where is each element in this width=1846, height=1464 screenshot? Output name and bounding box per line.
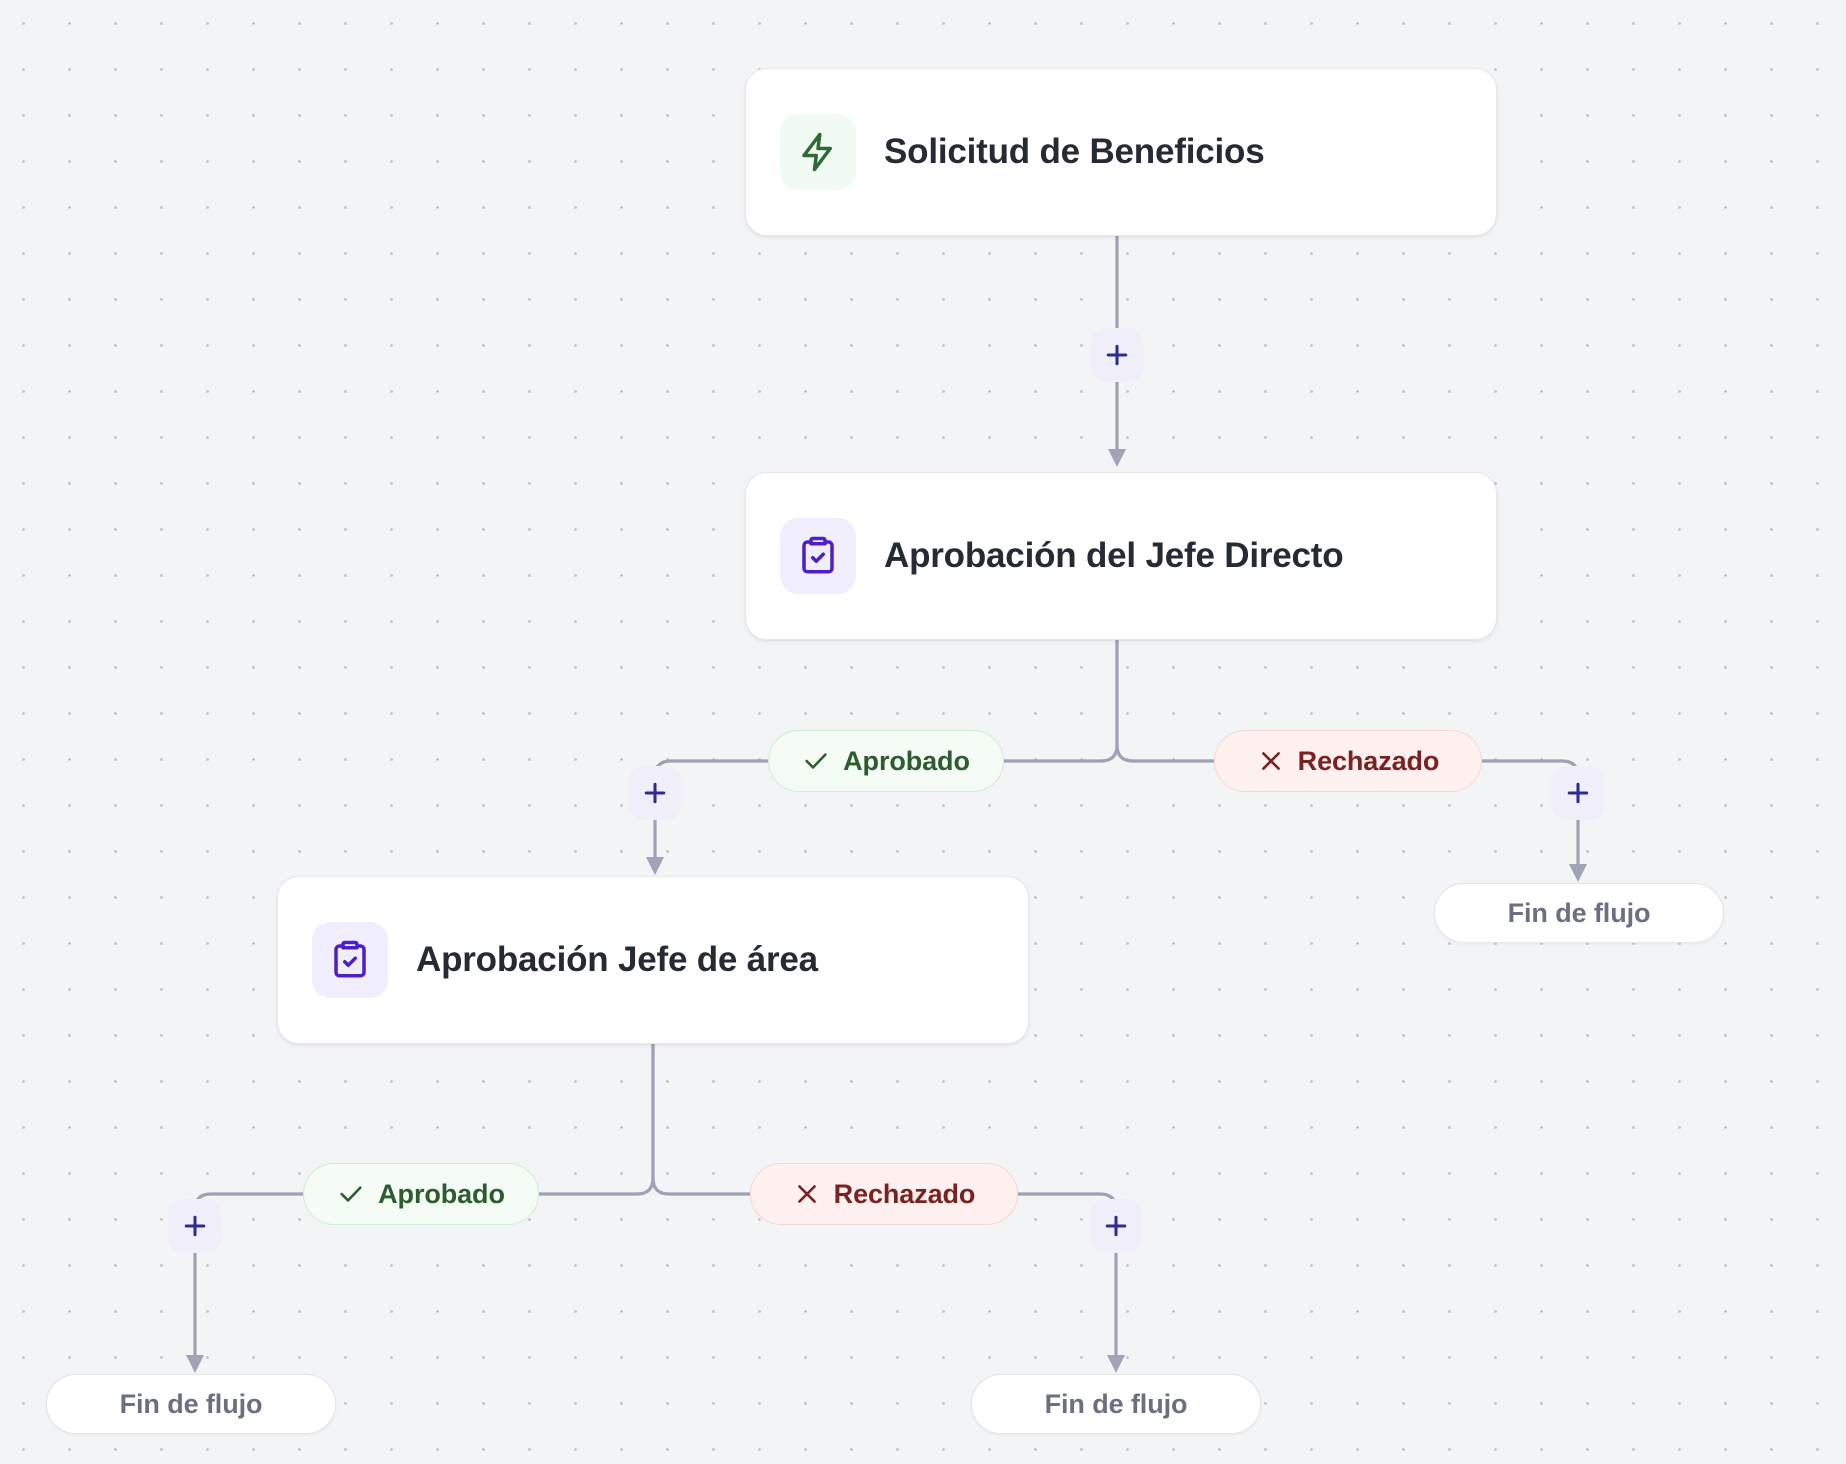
add-step-button[interactable] [1090, 328, 1144, 382]
x-icon [1257, 747, 1285, 775]
end-of-flow-node[interactable]: Fin de flujo [971, 1374, 1261, 1434]
workflow-node-approval-direct-boss[interactable]: Aprobación del Jefe Directo [745, 472, 1497, 640]
add-step-button[interactable] [1551, 766, 1605, 820]
branch-pill-rejected[interactable]: Rechazado [1214, 730, 1482, 792]
branch-pill-approved[interactable]: Aprobado [768, 730, 1004, 792]
branch-pill-approved[interactable]: Aprobado [303, 1163, 539, 1225]
clipboard-check-icon [312, 922, 388, 998]
add-step-button[interactable] [1089, 1199, 1143, 1253]
workflow-node-approval-area-boss[interactable]: Aprobación Jefe de área [277, 876, 1029, 1044]
branch-pill-label: Rechazado [833, 1178, 976, 1209]
node-label: Solicitud de Beneficios [884, 132, 1265, 171]
branch-pill-label: Aprobado [378, 1178, 505, 1209]
check-icon [802, 747, 830, 775]
lightning-bolt-icon [780, 114, 856, 190]
branch-pill-label: Rechazado [1297, 745, 1440, 776]
workflow-node-trigger[interactable]: Solicitud de Beneficios [745, 68, 1497, 236]
check-icon [337, 1180, 365, 1208]
branch-pill-rejected[interactable]: Rechazado [750, 1163, 1018, 1225]
branch-pill-label: Aprobado [843, 745, 970, 776]
end-of-flow-node[interactable]: Fin de flujo [46, 1374, 336, 1434]
add-step-button[interactable] [168, 1199, 222, 1253]
node-label: Aprobación del Jefe Directo [884, 536, 1344, 575]
add-step-button[interactable] [628, 766, 682, 820]
clipboard-check-icon [780, 518, 856, 594]
end-of-flow-node[interactable]: Fin de flujo [1434, 883, 1724, 943]
x-icon [793, 1180, 821, 1208]
node-label: Aprobación Jefe de área [416, 940, 818, 979]
